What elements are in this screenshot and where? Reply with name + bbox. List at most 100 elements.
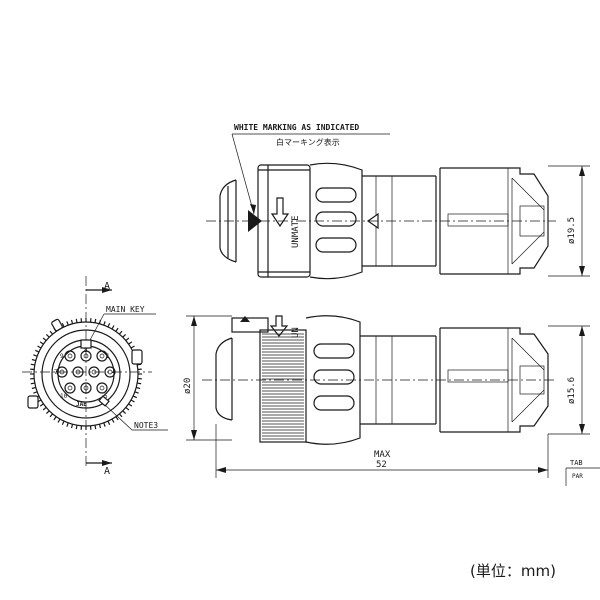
knurl-tooth	[111, 325, 115, 330]
max-label: MAX	[374, 450, 391, 460]
knurl-tooth	[37, 345, 42, 349]
pin-contacts	[56, 350, 116, 394]
tab-corner: TAB PAR	[565, 459, 600, 486]
knurl-tooth	[42, 337, 47, 342]
knurl-tooth	[49, 413, 54, 418]
knurl-tooth	[53, 416, 57, 421]
pin-10-label: 10	[60, 393, 68, 400]
knurl-tooth	[111, 418, 115, 423]
knurl-tooth	[39, 403, 44, 407]
length-52-label: 52	[376, 460, 387, 470]
pin-contact-core	[75, 369, 81, 375]
bottom-connector-view: UN ø20 ø15.6 MAX 52	[183, 315, 590, 478]
knurl-tooth	[75, 425, 78, 430]
pin-contact-core	[99, 385, 105, 391]
knurl-tooth	[33, 354, 38, 357]
pin-contact	[96, 382, 108, 394]
pin-7-label: 7	[54, 369, 58, 376]
knurl-tooth	[136, 386, 141, 390]
knurl-tooth	[134, 391, 139, 394]
knurl-tooth	[125, 337, 130, 342]
knurl-tooth	[103, 422, 106, 427]
jae-label: JAE	[76, 401, 87, 408]
knurl-tooth	[33, 391, 38, 394]
pin-contact-core	[83, 353, 89, 359]
main-key-label: MAIN KEY	[106, 305, 145, 314]
top-connector-view: UNMATE ø19.5	[206, 162, 590, 280]
section-a-top-label: A	[104, 281, 110, 292]
knurl-tooth	[107, 322, 111, 328]
knurl-tooth	[66, 321, 69, 326]
unit-note: (単位：mm)	[470, 562, 556, 580]
front-view: A A 9 8 7 1 4 10 5 JAE MAIN KEY NOTE3	[22, 276, 168, 477]
note3-label: NOTE3	[134, 421, 158, 430]
pin-contact-core	[59, 369, 65, 375]
knurl-tooth	[61, 322, 65, 328]
pin-contact	[72, 366, 84, 378]
pin-4-label: 4	[112, 369, 116, 376]
knurl-tooth	[107, 420, 111, 426]
knurl-tooth	[66, 422, 69, 427]
knurl-tooth	[45, 333, 50, 338]
knurl-tooth	[118, 413, 123, 418]
pin-contact	[80, 382, 92, 394]
knurl-tooth	[132, 395, 138, 399]
knurl-tooth	[128, 341, 133, 345]
knurl-tooth	[31, 358, 36, 362]
knurl-tooth	[128, 403, 133, 407]
unmate-label: UNMATE	[291, 215, 301, 248]
knurl-tooth	[34, 349, 40, 353]
pin-9-label: 9	[60, 353, 64, 360]
white-marking-callout: WHITE MARKING AS INDICATED 白マーキング表示	[231, 123, 390, 215]
knurl-tooth	[45, 410, 50, 415]
knurl-tooth	[31, 386, 36, 390]
knurl-tooth	[70, 319, 74, 324]
knurl-tooth	[122, 333, 127, 338]
pin-contact	[64, 350, 76, 362]
knurl-tooth	[39, 341, 44, 345]
knurl-tooth	[125, 406, 130, 411]
pin-contact	[104, 366, 116, 378]
knurl-tooth	[61, 420, 65, 426]
knurl-tooth	[98, 424, 102, 429]
pin-contact-core	[99, 353, 105, 359]
knurl-tooth	[30, 363, 35, 366]
knurl-pattern	[262, 333, 304, 440]
knurl-tooth	[103, 321, 106, 326]
pin-contact-core	[67, 385, 73, 391]
tab-label: TAB	[570, 459, 583, 467]
pin-contact-core	[91, 369, 97, 375]
par-label: PAR	[572, 473, 583, 480]
dia-20-label: ø20	[183, 378, 193, 394]
knurl-tooth	[49, 330, 54, 335]
pin-5-label: 5	[104, 393, 108, 400]
knurl-tooth	[57, 418, 61, 423]
un-label: UN	[291, 327, 301, 338]
knurl-tooth	[70, 424, 74, 429]
knurl-tooth	[94, 425, 97, 430]
knurl-tooth	[130, 345, 135, 349]
section-a-bottom-label: A	[104, 466, 110, 477]
knurl-tooth	[130, 399, 135, 403]
knurl-tooth	[122, 410, 127, 415]
knurl-tooth	[115, 416, 119, 421]
pin-1-label: 1	[106, 353, 110, 360]
pin-contact	[88, 366, 100, 378]
dia-19-5-label: ø19.5	[567, 217, 577, 244]
knurl-tooth	[30, 382, 35, 385]
white-marking-jp-label: 白マーキング表示	[276, 137, 340, 147]
pin-contact	[64, 382, 76, 394]
knurl-tooth	[42, 406, 47, 411]
dia-15-6-label: ø15.6	[567, 377, 577, 404]
pin-contact	[80, 350, 92, 362]
knurl-tooth	[75, 318, 78, 323]
pin-contact	[96, 350, 108, 362]
knurl-tooth	[115, 327, 119, 332]
pin-contact-core	[107, 369, 113, 375]
pin-contact	[56, 366, 68, 378]
pin-8-label: 8	[84, 347, 88, 354]
pin-contact-core	[83, 385, 89, 391]
pin-contact-core	[67, 353, 73, 359]
knurl-tooth	[118, 330, 123, 335]
